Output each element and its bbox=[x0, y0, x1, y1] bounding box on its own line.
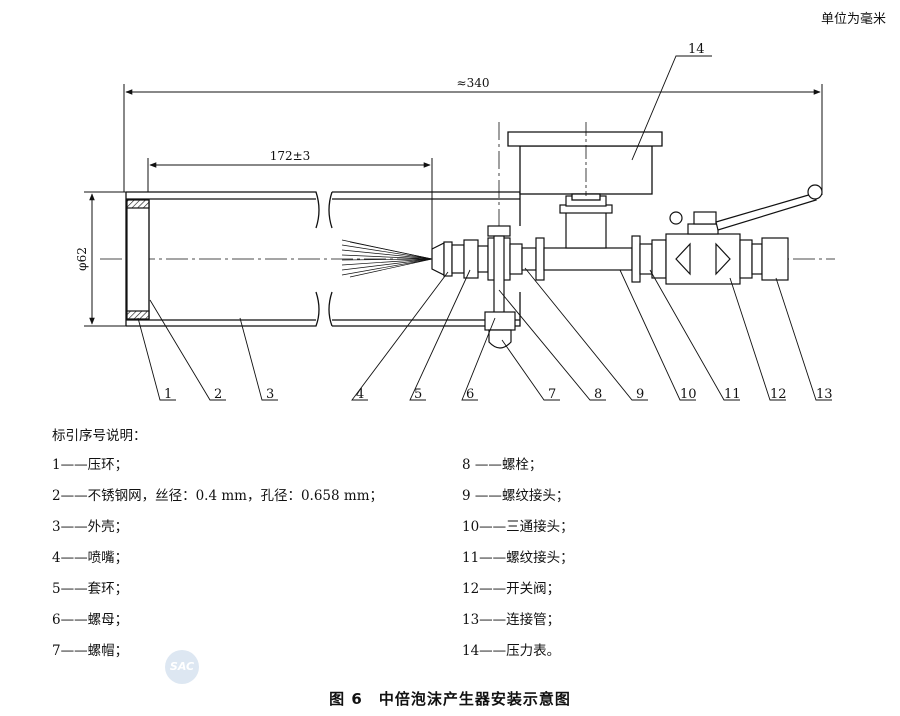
callout-7: 7 bbox=[548, 387, 556, 402]
callout-14: 14 bbox=[688, 42, 705, 57]
callout-10: 10 bbox=[680, 387, 697, 402]
legend-item: 3——外壳； bbox=[52, 519, 129, 535]
overall-dim-label: ≈340 bbox=[457, 76, 490, 90]
legend-item: 14——压力表。 bbox=[462, 643, 561, 659]
legend-item: 1——压环； bbox=[52, 457, 129, 473]
callout-11: 11 bbox=[724, 387, 741, 402]
figure-caption: 图 6 中倍泡沫产生器安装示意图 bbox=[329, 690, 571, 708]
spray-jets bbox=[341, 239, 433, 278]
foam-generator-drawing: ≈340 172±3 φ62 1 2 3 4 5 6 7 8 9 10 11 1… bbox=[75, 42, 835, 402]
callout-1: 1 bbox=[164, 387, 172, 402]
legend-item: 9 ——螺纹接头； bbox=[462, 488, 570, 504]
nozzle-assembly bbox=[431, 237, 537, 281]
callout-9: 9 bbox=[636, 387, 644, 402]
callout-5: 5 bbox=[414, 387, 422, 402]
callout-8: 8 bbox=[594, 387, 602, 402]
unit-note: 单位为毫米 bbox=[820, 12, 886, 27]
bolt-nut bbox=[484, 225, 516, 349]
switch-valve bbox=[665, 184, 823, 285]
legend-item: 12——开关阀； bbox=[462, 581, 561, 597]
legend-item: 11——螺纹接头； bbox=[462, 550, 574, 566]
callout-13: 13 bbox=[816, 387, 833, 402]
legend-item: 2——不锈钢网，丝径：0.4 mm，孔径：0.658 mm； bbox=[52, 488, 383, 504]
tee-joint bbox=[535, 195, 641, 283]
legend-title: 标引序号说明： bbox=[52, 428, 147, 444]
diameter-dim-label: φ62 bbox=[75, 247, 89, 271]
outer-shell bbox=[125, 191, 521, 327]
sac-watermark-logo: SAC bbox=[165, 650, 199, 684]
legend-item: 6——螺母； bbox=[52, 612, 129, 628]
callout-numbers: 1 2 3 4 5 6 7 8 9 10 11 12 13 14 bbox=[164, 42, 833, 402]
legend-item: 10——三通接头； bbox=[462, 519, 574, 535]
spacing-dim-label: 172±3 bbox=[270, 149, 311, 163]
callout-3: 3 bbox=[266, 387, 274, 402]
threaded-joint-11 bbox=[639, 239, 667, 279]
leader-lines bbox=[137, 55, 832, 401]
legend-item: 4——喷嘴； bbox=[52, 550, 129, 566]
callout-4: 4 bbox=[356, 387, 364, 402]
legend-item: 7——螺帽； bbox=[52, 643, 129, 659]
legend-item: 5——套环； bbox=[52, 581, 129, 597]
callout-6: 6 bbox=[466, 387, 474, 402]
connection-pipe bbox=[751, 237, 789, 281]
legend-item: 13——连接管； bbox=[462, 612, 561, 628]
callout-2: 2 bbox=[214, 387, 222, 402]
pressure-gauge bbox=[507, 122, 663, 201]
legend-item: 8 ——螺栓； bbox=[462, 457, 543, 473]
press-ring bbox=[126, 199, 150, 320]
legend-list: 1——压环； 2——不锈钢网，丝径：0.4 mm，孔径：0.658 mm； 3—… bbox=[52, 450, 892, 670]
callout-12: 12 bbox=[770, 387, 787, 402]
